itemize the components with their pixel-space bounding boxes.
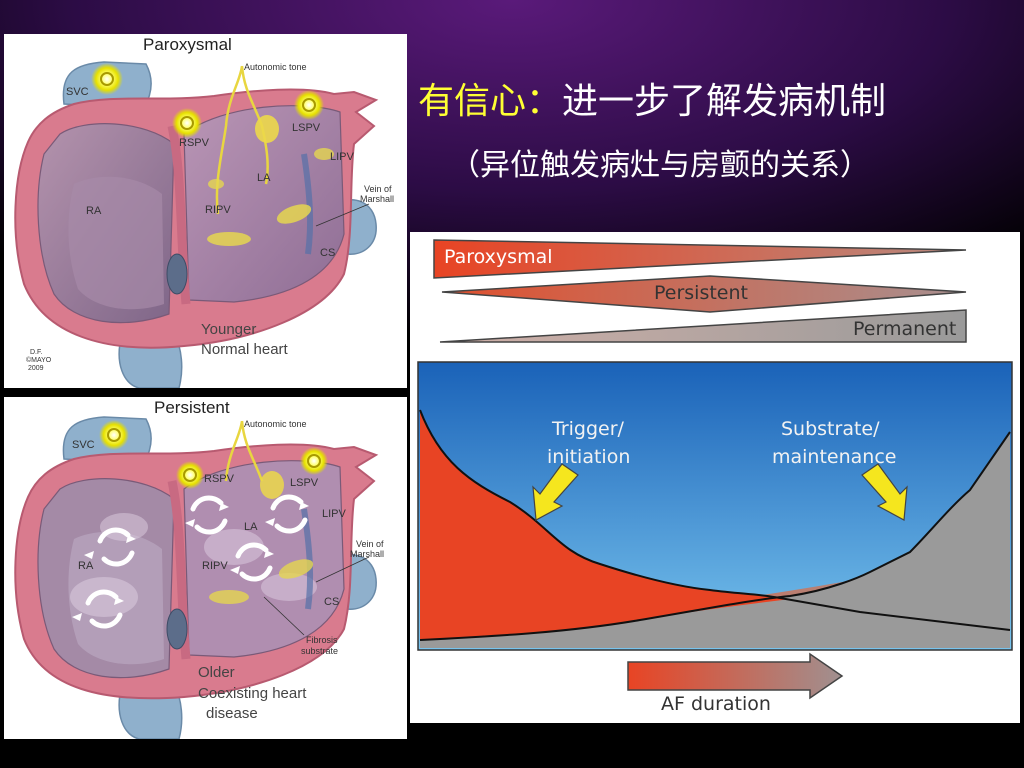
paroxysmal-panel-title: Paroxysmal [143, 35, 232, 54]
rotor-icon-lspv [270, 494, 308, 534]
persistent-panel-title: Persistent [154, 398, 230, 417]
label-rspv: RSPV [179, 137, 209, 149]
rotor-icon-rspv [190, 495, 228, 535]
focus-icon-lspv [294, 90, 324, 120]
persistent-desc-line1: Older [198, 664, 235, 681]
permanent-wedge [439, 309, 967, 343]
persistent-desc-line3: disease [206, 705, 258, 722]
label-svc: SVC [72, 439, 95, 451]
trigger-arrow-icon [532, 463, 579, 521]
persistent-heart-panel: Persistent SVC Autonomic tone RSPV LSPV … [4, 397, 407, 739]
label-marshall: Marshall [360, 194, 395, 204]
label-ripv: RIPV [202, 560, 228, 572]
label-la: LA [244, 521, 258, 533]
title-white-part: 进一步了解发病机制 [562, 81, 887, 122]
label-vein-of: Vein of [364, 184, 392, 194]
focus-icon-rspv [176, 461, 204, 489]
label-substrate-line1: Substrate/ [781, 418, 880, 440]
rotor-icon-ra-lower [85, 589, 123, 629]
focus-icon-rspv [172, 108, 202, 138]
af-progression-diagram: Paroxysmal Persistent Permanent Trigger/… [410, 232, 1020, 723]
label-lspv: LSPV [290, 477, 319, 489]
label-af-duration: AF duration [661, 693, 771, 715]
label-trigger-line1: Trigger/ [552, 418, 624, 440]
title-yellow-part: 有信心： [418, 81, 563, 122]
label-lipv: LIPV [322, 508, 346, 520]
label-cs: CS [320, 247, 336, 259]
label-ripv: RIPV [205, 204, 231, 216]
label-vein-of: Vein of [356, 539, 384, 549]
rotor-icon-ra-upper [97, 527, 135, 567]
rotor-icon-la [235, 542, 273, 582]
label-ra: RA [86, 205, 102, 217]
paroxysmal-heart-illustration [14, 61, 379, 388]
label-fibrosis: Fibrosis [306, 635, 338, 645]
label-marshall: Marshall [350, 549, 385, 559]
label-lipv: LIPV [330, 151, 354, 163]
label-substrate-line2: maintenance [772, 446, 897, 468]
paroxysmal-desc-line2: Normal heart [201, 341, 288, 358]
af-progression-illustration [417, 239, 1013, 700]
credit-line3: 2009 [28, 365, 44, 372]
paroxysmal-desc-line1: Younger [201, 321, 257, 338]
substrate-arrow-icon [861, 463, 908, 521]
label-autonomic-tone: Autonomic tone [244, 419, 307, 429]
paroxysmal-heart-panel: Paroxysmal SVC Autonomic tone RSPV LSPV … [4, 34, 407, 388]
label-trigger-line2: initiation [547, 446, 631, 468]
slide-subtitle: （异位触发病灶与房颤的关系） [450, 148, 870, 183]
focus-icon-svc [99, 420, 129, 450]
label-persistent: Persistent [654, 282, 748, 304]
persistent-heart-illustration [14, 416, 379, 739]
label-svc: SVC [66, 86, 89, 98]
label-cs: CS [324, 596, 340, 608]
persistent-wedge [441, 275, 967, 313]
label-la: LA [257, 172, 271, 184]
label-paroxysmal: Paroxysmal [444, 246, 553, 268]
label-autonomic-tone: Autonomic tone [244, 62, 307, 72]
credit-line2: ©MAYO [26, 357, 52, 364]
label-permanent: Permanent [853, 318, 957, 340]
label-ra: RA [78, 560, 94, 572]
focus-icon-lspv [300, 447, 328, 475]
persistent-desc-line2: Coexisting heart [198, 685, 307, 702]
af-duration-arrow [627, 652, 844, 700]
label-substrate: substrate [301, 646, 339, 656]
credit-line1: D.F. [30, 349, 43, 356]
label-rspv: RSPV [204, 473, 234, 485]
slide-title: 有信心：进一步了解发病机制 [418, 72, 886, 124]
focus-icon-svc [91, 63, 123, 95]
label-lspv: LSPV [292, 122, 321, 134]
substrate-area [420, 432, 1010, 648]
paroxysmal-wedge [433, 239, 967, 279]
